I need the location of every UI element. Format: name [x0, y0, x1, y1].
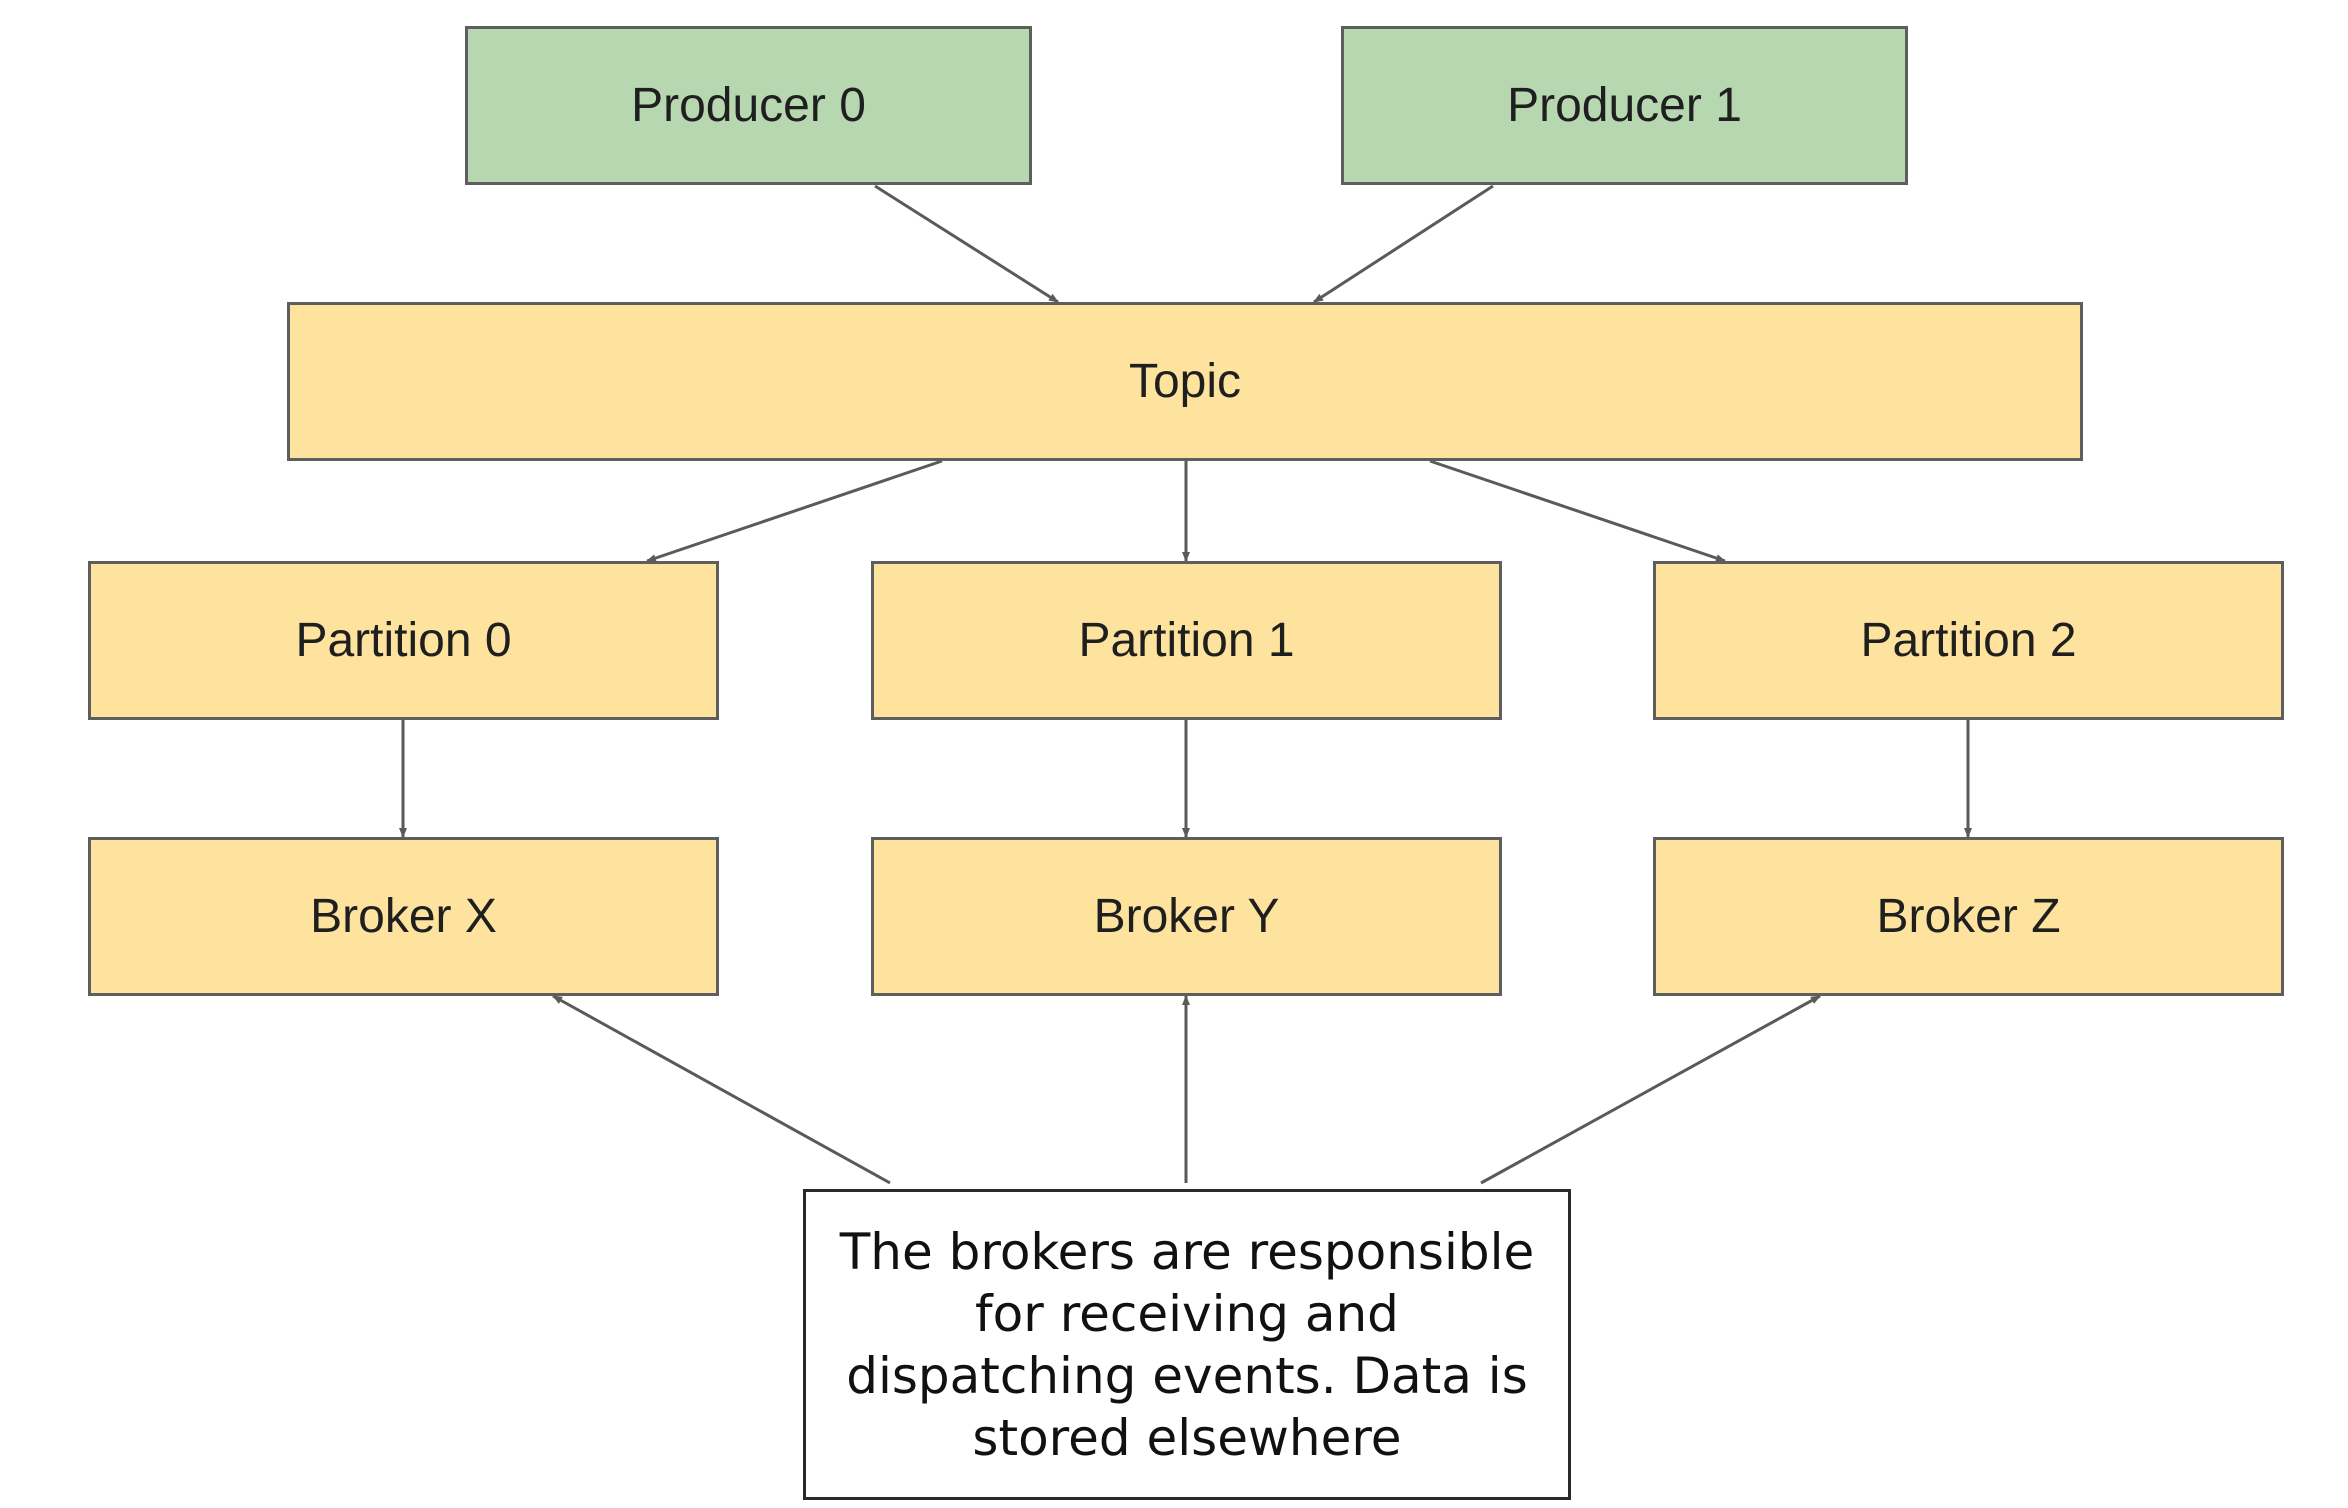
topic-label: Topic — [1128, 355, 1242, 408]
note-line: for receiving and — [975, 1284, 1399, 1343]
producer-0-label: Producer 0 — [631, 79, 866, 132]
arrow-note-to-brokerz — [1480, 994, 1821, 1185]
producer-0-box: Producer 0 — [465, 26, 1032, 185]
partition-2-label: Partition 2 — [1860, 614, 2077, 667]
producer-1-label: Producer 1 — [1507, 79, 1742, 132]
broker-z-label: Broker Z — [1876, 890, 2061, 943]
producer-1-box: Producer 1 — [1341, 26, 1908, 185]
broker-y-label: Broker Y — [1093, 890, 1280, 943]
brokers-note-text: The brokers are responsible for receivin… — [840, 1221, 1534, 1469]
note-line: The brokers are responsible — [839, 1222, 1535, 1281]
topic-box: Topic — [287, 302, 2083, 461]
broker-x-box: Broker X — [88, 837, 719, 996]
arrow-producer1-to-topic — [1313, 184, 1494, 304]
arrow-producer0-to-topic — [874, 184, 1059, 304]
partition-0-label: Partition 0 — [295, 614, 512, 667]
broker-x-label: Broker X — [310, 890, 497, 943]
arrow-topic-to-partition0 — [646, 459, 943, 563]
partition-2-box: Partition 2 — [1653, 561, 2284, 720]
arrow-note-to-brokerx — [552, 994, 891, 1185]
broker-y-box: Broker Y — [871, 837, 1502, 996]
note-line: dispatching events. Data is — [846, 1346, 1528, 1405]
brokers-note-box: The brokers are responsible for receivin… — [803, 1189, 1571, 1500]
broker-z-box: Broker Z — [1653, 837, 2284, 996]
arrow-topic-to-partition2 — [1429, 459, 1726, 563]
partition-0-box: Partition 0 — [88, 561, 719, 720]
partition-1-label: Partition 1 — [1078, 614, 1295, 667]
partition-1-box: Partition 1 — [871, 561, 1502, 720]
note-line: stored elsewhere — [972, 1408, 1402, 1467]
